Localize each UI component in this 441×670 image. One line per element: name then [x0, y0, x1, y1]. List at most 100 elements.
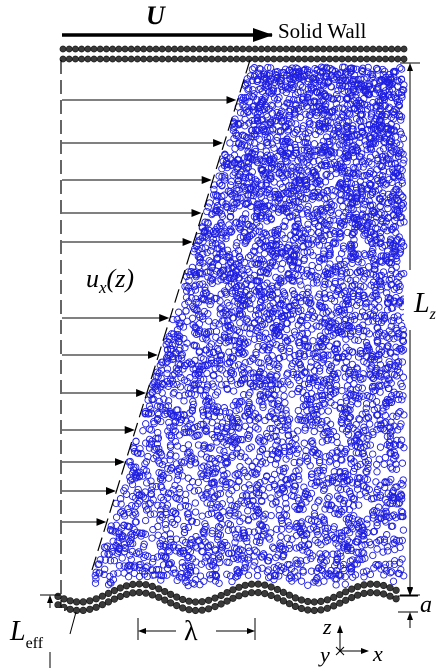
fluid-particle	[191, 508, 200, 516]
fluid-particle	[353, 560, 361, 568]
fluid-particle	[397, 75, 406, 83]
fluid-particle	[165, 548, 174, 556]
fluid-particle	[108, 527, 117, 535]
fluid-particle	[293, 427, 302, 435]
fluid-particle	[210, 371, 218, 379]
fluid-particle	[188, 555, 197, 563]
fluid-particle	[329, 95, 337, 103]
fluid-particle	[355, 474, 364, 482]
fluid-particle	[362, 313, 370, 321]
fluid-particle	[345, 169, 353, 177]
fluid-particle	[334, 369, 342, 377]
fluid-particle	[250, 139, 259, 147]
fluid-particle	[294, 104, 303, 112]
fluid-particle	[237, 449, 245, 457]
fluid-particle	[250, 180, 258, 189]
fluid-particle	[310, 312, 319, 320]
fluid-particle	[352, 276, 360, 284]
fluid-particle	[201, 426, 209, 434]
fluid-particle	[363, 145, 371, 154]
fluid-particle	[265, 358, 273, 366]
fluid-particle	[232, 332, 240, 340]
fluid-particle	[351, 571, 360, 579]
fluid-particle	[352, 76, 360, 84]
fluid-particle	[257, 239, 265, 248]
fluid-particle	[319, 351, 328, 360]
fluid-particle	[338, 387, 346, 395]
fluid-particle	[125, 537, 134, 546]
fluid-particle	[341, 527, 349, 535]
fluid-particle	[159, 487, 168, 495]
fluid-particle	[372, 150, 380, 159]
fluid-particle	[153, 382, 161, 390]
fluid-particle	[204, 551, 212, 560]
fluid-particle	[256, 99, 265, 108]
fluid-particle	[198, 406, 207, 414]
fluid-particle	[142, 439, 150, 447]
fluid-particle	[245, 528, 253, 536]
fluid-particle	[344, 118, 353, 126]
fluid-particle	[321, 232, 329, 240]
fluid-particle	[315, 98, 323, 106]
fluid-particle	[212, 235, 220, 243]
fluid-particle	[397, 116, 405, 124]
fluid-particle	[324, 435, 332, 443]
fluid-particle	[396, 559, 404, 567]
fluid-particle	[176, 361, 184, 369]
fluid-particle	[173, 367, 181, 375]
fluid-particle	[256, 479, 264, 487]
fluid-particle	[329, 428, 337, 436]
fluid-particle	[250, 528, 258, 536]
fluid-particle	[285, 95, 293, 104]
fluid-particle	[354, 336, 362, 345]
fluid-particle	[283, 534, 292, 542]
fluid-particle	[170, 541, 178, 549]
fluid-particle	[363, 528, 371, 537]
fluid-particle	[251, 546, 259, 554]
fluid-particle	[220, 447, 228, 456]
fluid-particle	[135, 491, 143, 499]
fluid-particle	[244, 84, 253, 93]
fluid-particle	[231, 362, 239, 370]
fluid-particle	[245, 432, 254, 440]
fluid-particle	[347, 437, 355, 445]
fluid-particle	[147, 489, 155, 498]
fluid-particle	[295, 229, 304, 237]
fluid-particle	[246, 416, 254, 424]
fluid-particle	[365, 80, 374, 88]
fluid-particle	[339, 242, 348, 250]
fluid-particle	[337, 166, 346, 174]
fluid-particle	[214, 501, 222, 509]
fluid-particle	[381, 453, 390, 462]
fluid-particle	[345, 375, 354, 384]
fluid-particle	[364, 318, 372, 326]
fluid-particle	[316, 257, 324, 265]
fluid-particle	[164, 427, 172, 435]
fluid-particle	[210, 348, 218, 356]
fluid-particle	[258, 522, 266, 530]
fluid-particle	[118, 554, 126, 562]
fluid-particle	[288, 577, 296, 585]
fluid-particle	[376, 202, 384, 210]
fluid-particle	[297, 154, 305, 162]
fluid-particle	[222, 483, 230, 491]
fluid-particle	[361, 541, 369, 549]
fluid-particle	[220, 266, 228, 274]
fluid-particle	[118, 535, 126, 543]
fluid-particle	[356, 313, 364, 321]
fluid-particle	[304, 284, 312, 292]
fluid-particle	[279, 553, 287, 561]
fluid-particle	[388, 370, 396, 378]
fluid-particle	[344, 82, 352, 90]
fluid-particle	[338, 425, 347, 433]
fluid-particle	[116, 508, 125, 517]
fluid-particle	[342, 257, 350, 265]
fluid-particle	[156, 542, 165, 550]
fluid-particle	[327, 501, 335, 509]
fluid-particle	[315, 496, 323, 504]
fluid-particle	[308, 261, 316, 270]
fluid-particle	[303, 205, 311, 214]
fluid-particle	[226, 509, 234, 517]
fluid-particle	[363, 269, 371, 278]
fluid-particle	[137, 449, 145, 458]
